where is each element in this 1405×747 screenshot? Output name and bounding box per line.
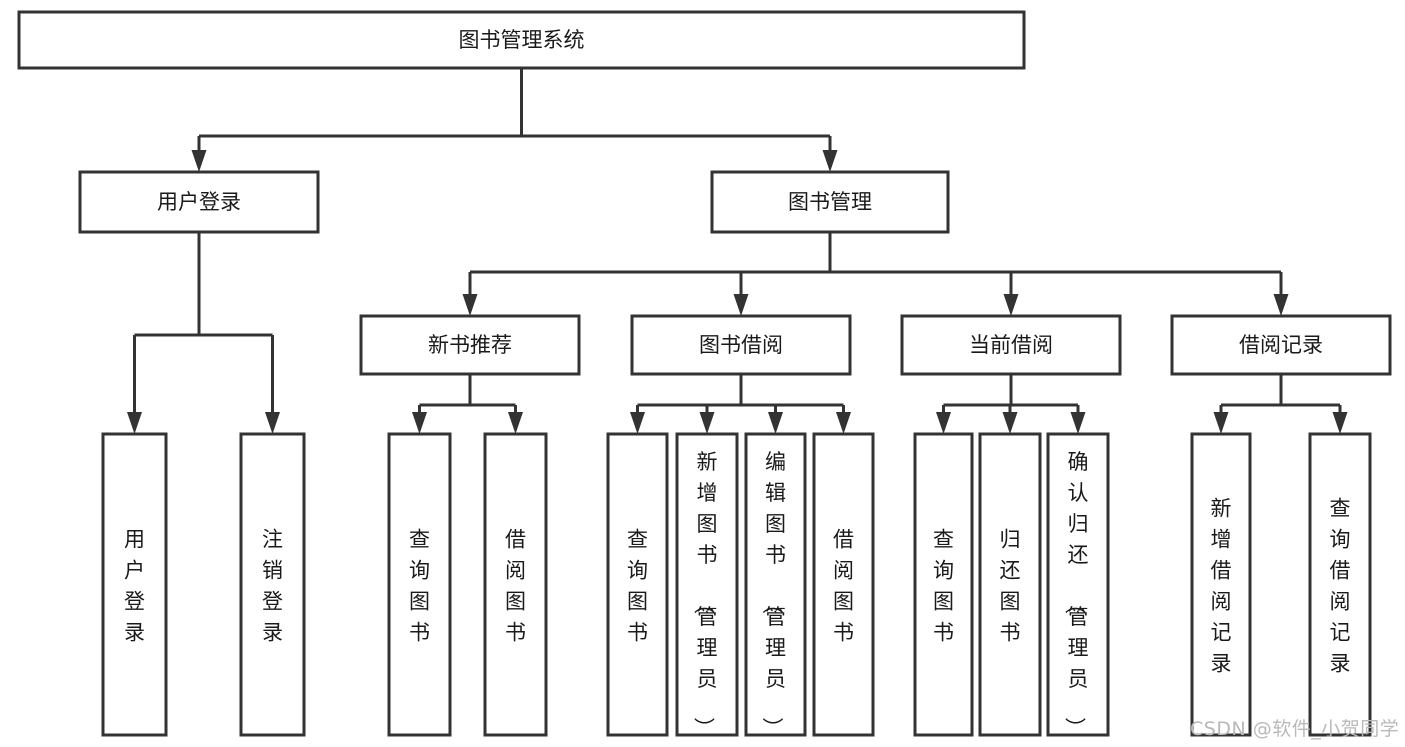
node-label-leaf-return-book: 归还图书 [1000, 528, 1021, 645]
node-box-leaf-query-book-cur[interactable] [913, 432, 974, 737]
node-leaf-add-book[interactable]: 新增图书（管理员） [675, 432, 739, 738]
node-box-leaf-add-book[interactable] [675, 432, 739, 737]
node-box-leaf-borrow-book-rec[interactable] [483, 432, 548, 737]
node-label-leaf-confirm-return: 确认归还（管理员） [1063, 450, 1089, 738]
node-leaf-query-book-cur[interactable]: 查询图书 [913, 432, 974, 737]
node-box-user-login[interactable] [78, 170, 320, 234]
node-label-leaf-add-record: 新增借阅记录 [1211, 497, 1232, 676]
node-box-leaf-confirm-return[interactable] [1046, 432, 1110, 737]
node-box-leaf-return-book[interactable] [978, 432, 1042, 737]
node-book-manage[interactable]: 图书管理 [710, 170, 950, 234]
node-label-new-book-rec: 新书推荐 [428, 333, 512, 357]
arrow-head-leaf-logout [265, 412, 280, 434]
node-label-leaf-query-book-borrow: 查询图书 [627, 528, 648, 645]
node-label-current-borrow: 当前借阅 [969, 333, 1053, 357]
node-label-leaf-add-book: 新增图书（管理员） [692, 450, 718, 738]
node-leaf-query-book-borrow[interactable]: 查询图书 [606, 432, 669, 737]
node-leaf-query-record[interactable]: 查询借阅记录 [1308, 432, 1372, 737]
arrow-head-leaf-borrow-book-rec [508, 412, 523, 434]
node-label-leaf-user-login: 用户登录 [124, 528, 145, 645]
node-user-login[interactable]: 用户登录 [78, 170, 320, 234]
node-box-new-book-rec[interactable] [359, 314, 581, 376]
node-book-borrow[interactable]: 图书借阅 [630, 314, 852, 376]
arrow-head-borrow-record [1273, 294, 1289, 316]
node-leaf-logout[interactable]: 注销登录 [239, 432, 306, 737]
arrow-head-new-book-rec [462, 294, 478, 316]
node-new-book-rec[interactable]: 新书推荐 [359, 314, 581, 376]
node-label-leaf-borrow-book-rec: 借阅图书 [505, 528, 526, 645]
arrow-head-user-login [191, 150, 207, 172]
arrow-head-current-borrow [1003, 294, 1019, 316]
node-box-leaf-add-record[interactable] [1190, 432, 1252, 737]
node-box-leaf-edit-book[interactable] [744, 432, 807, 737]
arrow-head-leaf-confirm-return [1070, 412, 1086, 434]
node-label-borrow-record: 借阅记录 [1239, 333, 1323, 357]
node-leaf-query-book-rec[interactable]: 查询图书 [387, 432, 452, 737]
node-label-leaf-query-book-rec: 查询图书 [409, 528, 430, 645]
arrow-head-leaf-query-book-borrow [630, 412, 645, 434]
node-layer: 图书管理系统用户登录图书管理新书推荐图书借阅当前借阅借阅记录用户登录注销登录查询… [17, 10, 1392, 738]
node-box-leaf-query-record[interactable] [1308, 432, 1372, 737]
arrow-head-leaf-query-book-rec [412, 412, 427, 434]
arrow-head-leaf-user-login [127, 412, 142, 434]
arrow-head-leaf-return-book [1002, 412, 1018, 434]
arrow-head-leaf-add-book [699, 412, 715, 434]
node-label-leaf-query-record: 查询借阅记录 [1330, 497, 1351, 676]
node-leaf-add-record[interactable]: 新增借阅记录 [1190, 432, 1252, 737]
node-box-root[interactable] [17, 10, 1026, 70]
node-label-book-manage: 图书管理 [788, 190, 872, 214]
node-box-leaf-logout[interactable] [239, 432, 306, 737]
node-box-leaf-query-book-rec[interactable] [387, 432, 452, 737]
node-leaf-borrow-book-rec[interactable]: 借阅图书 [483, 432, 548, 737]
node-label-user-login: 用户登录 [157, 190, 241, 214]
connector-layer [127, 68, 1348, 434]
arrow-head-leaf-add-record [1213, 412, 1229, 434]
node-root[interactable]: 图书管理系统 [17, 10, 1026, 70]
arrow-head-leaf-borrow-book [836, 412, 851, 434]
node-leaf-return-book[interactable]: 归还图书 [978, 432, 1042, 737]
arrow-head-book-borrow [733, 294, 749, 316]
node-label-leaf-query-book-cur: 查询图书 [933, 528, 954, 645]
arrow-head-leaf-query-book-cur [936, 412, 951, 434]
node-label-leaf-logout: 注销登录 [262, 528, 283, 645]
node-box-book-borrow[interactable] [630, 314, 852, 376]
node-current-borrow[interactable]: 当前借阅 [900, 314, 1122, 376]
node-box-leaf-query-book-borrow[interactable] [606, 432, 669, 737]
arrow-head-book-manage [822, 150, 838, 172]
node-box-current-borrow[interactable] [900, 314, 1122, 376]
node-label-book-borrow: 图书借阅 [699, 333, 783, 357]
node-box-book-manage[interactable] [710, 170, 950, 234]
node-leaf-user-login[interactable]: 用户登录 [101, 432, 168, 737]
node-leaf-confirm-return[interactable]: 确认归还（管理员） [1046, 432, 1110, 738]
node-label-root: 图书管理系统 [459, 28, 585, 52]
node-box-leaf-user-login[interactable] [101, 432, 168, 737]
node-box-borrow-record[interactable] [1170, 314, 1392, 376]
node-borrow-record[interactable]: 借阅记录 [1170, 314, 1392, 376]
arrow-head-leaf-edit-book [768, 412, 783, 434]
node-box-leaf-borrow-book[interactable] [812, 432, 875, 737]
arrow-head-leaf-query-record [1332, 412, 1348, 434]
node-leaf-borrow-book[interactable]: 借阅图书 [812, 432, 875, 737]
node-leaf-edit-book[interactable]: 编辑图书（管理员） [744, 432, 807, 738]
node-label-leaf-borrow-book: 借阅图书 [833, 528, 854, 645]
node-label-leaf-edit-book: 编辑图书（管理员） [760, 450, 786, 738]
